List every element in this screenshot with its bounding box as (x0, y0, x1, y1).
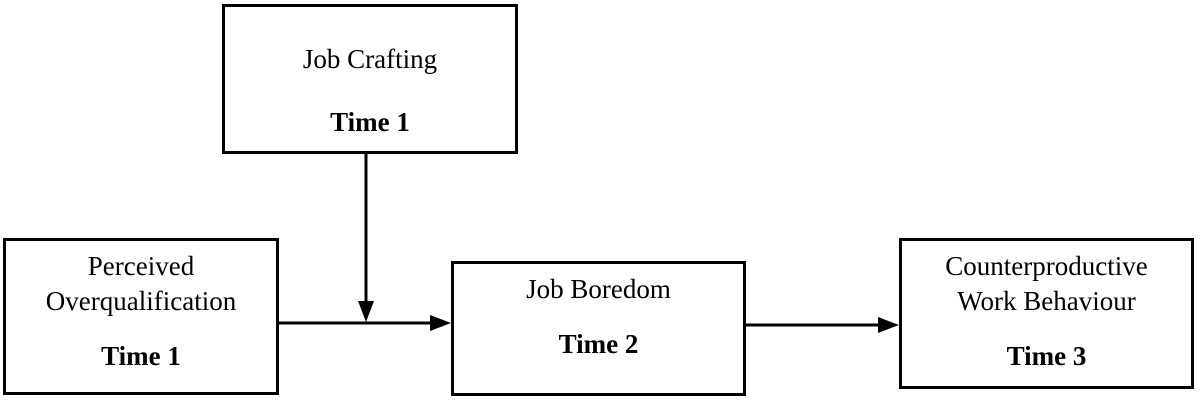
arrow-boredom-to-cwb-head (878, 317, 899, 333)
node-counterproductive-work-behaviour-label: Counterproductive Work Behaviour (945, 251, 1148, 316)
node-job-crafting-label: Job Crafting (302, 44, 438, 74)
arrow-pov-to-boredom-head (430, 315, 451, 331)
node-job-crafting: Job Crafting Time 1 (222, 4, 518, 154)
node-job-boredom-time: Time 2 (558, 329, 639, 359)
node-job-crafting-time: Time 1 (330, 107, 410, 137)
arrow-crafting-moderation-head (358, 301, 374, 322)
node-perceived-overqualification-time: Time 1 (101, 341, 181, 371)
node-counterproductive-work-behaviour-time: Time 3 (1006, 341, 1087, 371)
node-perceived-overqualification-label: Perceived Overqualification (45, 251, 237, 316)
node-perceived-overqualification: Perceived Overqualification Time 1 (3, 238, 279, 395)
node-job-boredom-label: Job Boredom (526, 274, 671, 304)
node-counterproductive-work-behaviour: Counterproductive Work Behaviour Time 3 (899, 238, 1194, 389)
node-job-boredom: Job Boredom Time 2 (451, 261, 746, 396)
